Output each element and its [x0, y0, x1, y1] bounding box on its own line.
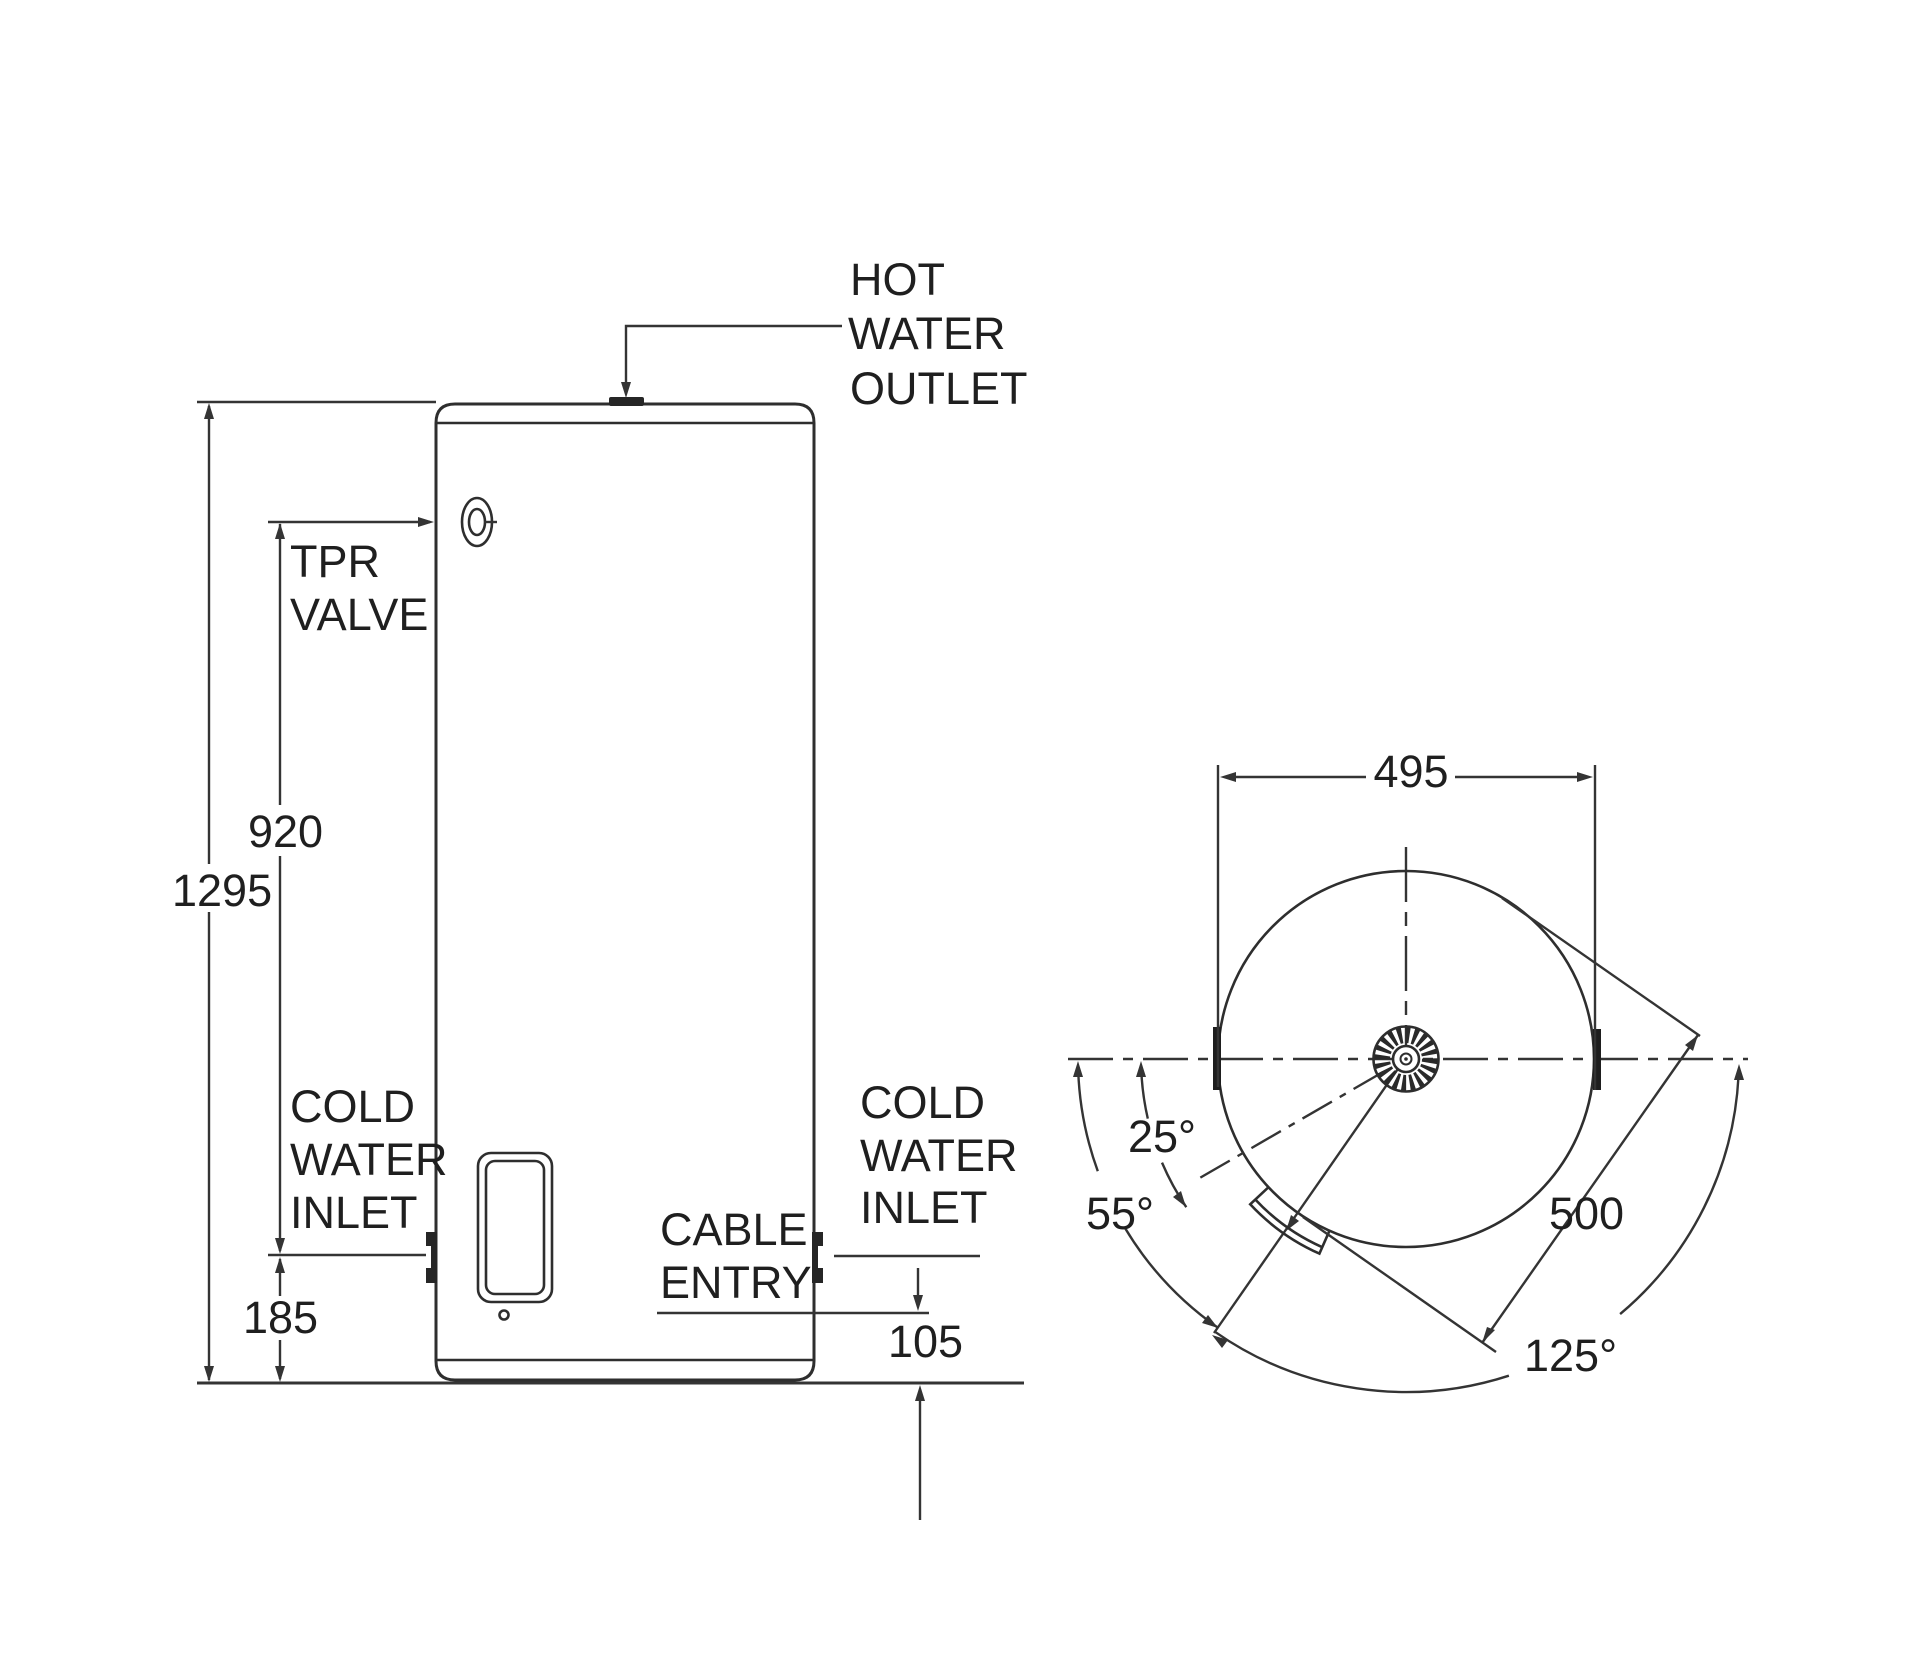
dim-cable-entry-height: 105	[888, 1268, 963, 1520]
svg-text:CABLE: CABLE	[660, 1204, 808, 1255]
angle-55-value: 55°	[1086, 1188, 1154, 1239]
cold-water-inlet-right-label: COLD WATER INLET	[860, 1077, 1017, 1233]
inlet-radial-dashed	[1197, 1070, 1384, 1181]
svg-text:INLET: INLET	[290, 1187, 418, 1238]
angle-25-arc: 25°	[1128, 1061, 1196, 1208]
tank-outline	[434, 402, 816, 1382]
dim-tpr-height-value: 920	[248, 806, 323, 857]
angle-55-arc: 55°	[1073, 1061, 1219, 1329]
element-flange-icon	[1248, 1186, 1331, 1256]
svg-text:OUTLET: OUTLET	[850, 363, 1028, 414]
dim-overall-height: 1295	[172, 403, 272, 1382]
dim-diameter-value: 500	[1549, 1188, 1624, 1239]
svg-text:HOT: HOT	[850, 254, 945, 305]
dim-outer-diameter: 500	[1302, 897, 1701, 1353]
hot-water-outlet-icon	[609, 397, 644, 406]
dim-overall-height-value: 1295	[172, 865, 272, 916]
svg-text:COLD: COLD	[290, 1081, 415, 1132]
cable-entry-label: CABLE ENTRY	[660, 1204, 812, 1308]
inlet-fitting-left-icon	[426, 1232, 437, 1283]
svg-text:INLET: INLET	[860, 1182, 988, 1233]
svg-text:WATER: WATER	[860, 1130, 1017, 1181]
cold-water-inlet-left-label: COLD WATER INLET	[290, 1081, 447, 1238]
dim-width-value: 495	[1373, 746, 1448, 797]
center-hub-icon	[1372, 1025, 1440, 1093]
dim-width-across-fittings: 495	[1216, 746, 1597, 1090]
hot-water-outlet-label: HOT WATER OUTLET	[848, 254, 1028, 414]
dim-inlet-height-value: 185	[243, 1292, 318, 1343]
inlet-fitting-right-icon	[812, 1232, 823, 1283]
dim-cable-entry-value: 105	[888, 1316, 963, 1367]
dim-tpr-height: 920	[248, 523, 323, 1254]
element-access-panel-icon	[476, 1151, 554, 1321]
svg-text:WATER: WATER	[290, 1134, 447, 1185]
svg-text:COLD: COLD	[860, 1077, 985, 1128]
hot-water-outlet-leader	[621, 324, 842, 398]
angle-25-value: 25°	[1128, 1111, 1196, 1162]
element-radial	[1213, 1062, 1403, 1334]
svg-text:ENTRY: ENTRY	[660, 1257, 812, 1308]
tpr-valve-icon	[460, 496, 497, 548]
svg-text:VALVE: VALVE	[290, 589, 428, 640]
side-view: 1295 920 185 105 H	[172, 254, 1028, 1520]
svg-text:WATER: WATER	[848, 308, 1005, 359]
dim-inlet-height: 185	[243, 1257, 318, 1382]
angle-125-arc: 125°	[1212, 1064, 1744, 1394]
tpr-valve-label: TPR VALVE	[290, 536, 428, 640]
top-view: 495 500 25° 55°	[1068, 746, 1748, 1394]
svg-text:TPR: TPR	[290, 536, 380, 587]
angle-125-value: 125°	[1524, 1330, 1617, 1381]
